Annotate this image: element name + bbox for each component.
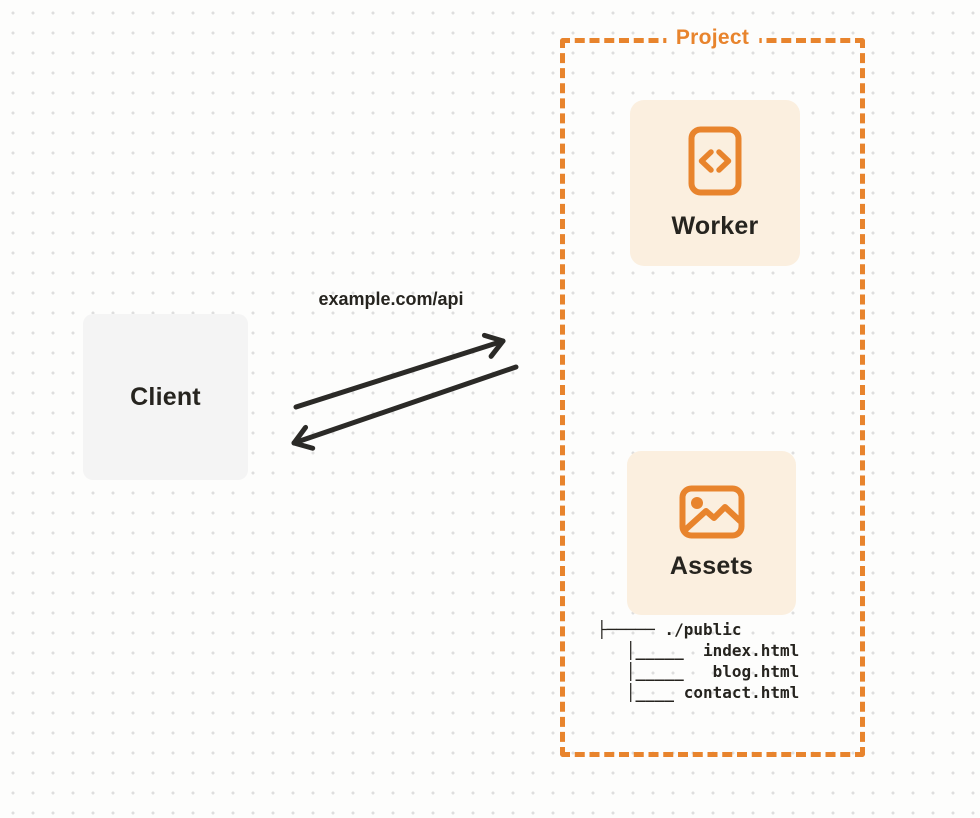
file-tree-line-blog: │_____ blog.html <box>597 662 800 681</box>
image-icon <box>679 485 744 539</box>
project-label: Project <box>665 26 760 50</box>
request-arrow <box>293 332 506 410</box>
code-file-icon <box>688 126 742 195</box>
file-tree-line-contact: │____ contact.html <box>597 683 800 702</box>
file-tree-line-index: │_____ index.html <box>597 641 800 660</box>
response-arrow <box>291 364 519 451</box>
file-tree-line-public: ├───── ./public <box>597 620 742 639</box>
project-boundary: Project <box>560 26 865 757</box>
assets-file-tree: ├───── ./public │_____ index.html │_____… <box>597 619 799 703</box>
client-label: Client <box>130 382 201 411</box>
assets-node: Assets <box>627 451 796 615</box>
assets-label: Assets <box>669 552 754 580</box>
request-url-label: example.com/api <box>318 289 464 309</box>
worker-label: Worker <box>671 211 759 240</box>
worker-node: Worker <box>630 100 800 266</box>
client-node: Client <box>83 314 248 480</box>
